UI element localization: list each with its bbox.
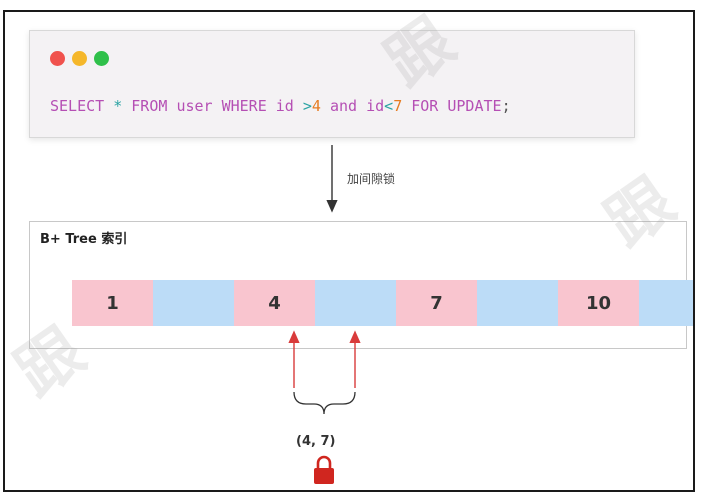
sql-operator-2: <: [384, 97, 394, 115]
diagram-frame: SELECT * FROM user WHERE id >4 and id<7 …: [3, 10, 695, 492]
minimize-dot-icon: [72, 51, 87, 66]
sql-from-keyword: FROM: [131, 97, 168, 115]
sql-statement: SELECT * FROM user WHERE id >4 and id<7 …: [50, 97, 511, 115]
index-gap-cell: [153, 280, 234, 326]
sql-value-1: 4: [311, 97, 321, 115]
sql-semicolon: ;: [501, 97, 511, 115]
window-controls: [50, 51, 109, 66]
sql-column-2: id: [366, 97, 385, 115]
sql-select-keyword: SELECT: [50, 97, 105, 115]
index-gap-cell: [315, 280, 396, 326]
close-dot-icon: [50, 51, 65, 66]
index-key-cell: 7: [396, 280, 477, 326]
range-brace-icon: [293, 391, 356, 415]
locked-range-label: (4, 7): [296, 434, 336, 449]
padlock-icon: [314, 455, 334, 484]
index-gap-cell: [477, 280, 558, 326]
sql-column-1: id: [275, 97, 294, 115]
sql-and-keyword: and: [329, 97, 358, 115]
sql-operator-1: >: [302, 97, 312, 115]
index-gap-cell: [639, 280, 693, 326]
sql-for-update-keyword: FOR UPDATE: [411, 97, 502, 115]
sql-value-2: 7: [393, 97, 403, 115]
code-window: SELECT * FROM user WHERE id >4 and id<7 …: [29, 30, 635, 138]
index-key-cell: 1: [72, 280, 153, 326]
sql-where-keyword: WHERE: [221, 97, 267, 115]
gap-lock-label: 加间隙锁: [347, 172, 396, 186]
index-key-cell: 10: [558, 280, 639, 326]
index-key-cell: 4: [234, 280, 315, 326]
btree-index-panel: B+ Tree 索引 1 4 7 10: [29, 221, 693, 349]
maximize-dot-icon: [94, 51, 109, 66]
sql-star: *: [113, 97, 123, 115]
sql-table-name: user: [176, 97, 213, 115]
btree-title: B+ Tree 索引: [40, 232, 128, 247]
index-key-row: 1 4 7 10: [72, 280, 693, 326]
